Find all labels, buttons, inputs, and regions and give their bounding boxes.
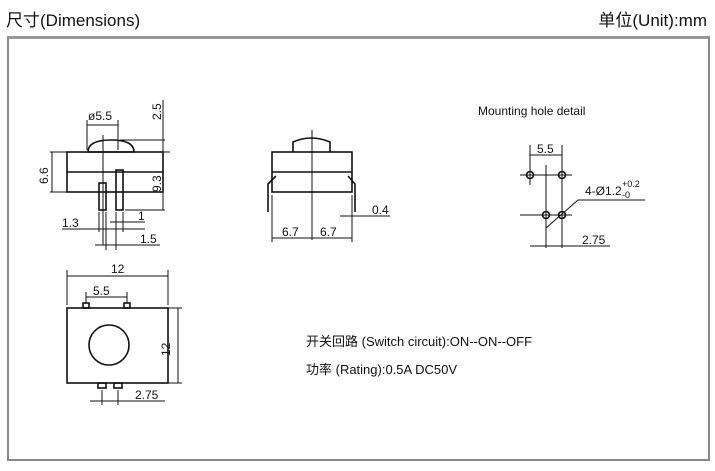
dim-hole-offset: 2.75 [582,233,606,247]
dim-top-width: 12 [111,262,125,276]
hole-detail: Mounting hole detail 5.5 4-Ø1.2 +0.2 -0 … [478,104,645,248]
front-view: 6.7 6.7 0.4 [267,130,390,242]
dim-width-right: 6.7 [320,225,337,239]
rating-spec: 功率 (Rating):0.5A DC50V [306,362,457,377]
drawing-frame [7,36,710,461]
dim-top-inner: 5.5 [93,284,110,298]
tolerance-minus: -0 [622,190,630,200]
dim-pin-3: 1.5 [140,232,157,246]
dim-hole-size: 4-Ø1.2 [585,184,622,198]
dim-thickness: 0.4 [372,203,389,217]
top-view: 12 5.5 12 2.75 [66,262,182,405]
dim-diameter: ø5.5 [88,109,112,123]
switch-circuit-spec: 开关回路 (Switch circuit):ON--ON--OFF [306,334,532,349]
dim-top-height: 2.5 [150,103,164,120]
side-view: ø5.5 2.5 9.3 6.6 1.3 1 1.5 [37,100,170,250]
dim-pin-2: 1 [138,209,145,223]
dim-height: 9.3 [150,175,164,192]
dim-body-height: 6.6 [37,167,51,184]
tolerance-plus: +0.2 [622,179,640,189]
hole-detail-title: Mounting hole detail [478,104,585,118]
dim-top-height: 12 [159,342,173,356]
dim-top-offset: 2.75 [135,388,159,402]
dimensions-title: 尺寸(Dimensions) [6,11,141,30]
dim-pin-1: 1.3 [62,216,79,230]
dim-hole-pitch: 5.5 [537,142,554,156]
dim-width-left: 6.7 [282,225,299,239]
unit-label: 单位(Unit):mm [598,11,707,30]
